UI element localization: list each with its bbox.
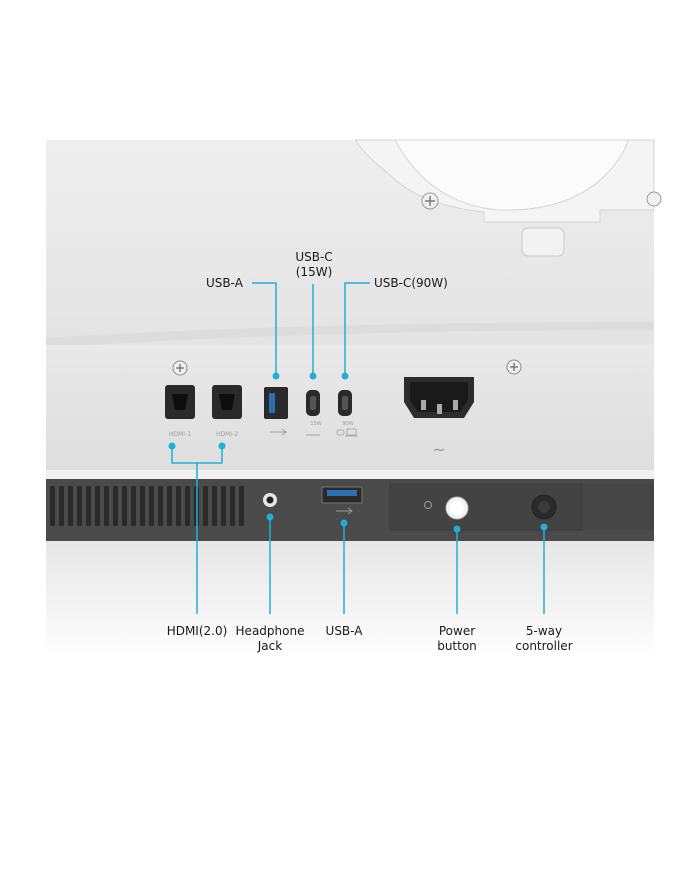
vent-slot bbox=[95, 486, 100, 526]
callout-hdmi bbox=[171, 446, 223, 614]
label-power-button: Power button bbox=[437, 624, 477, 653]
power-icon bbox=[424, 501, 432, 509]
screw-icon bbox=[421, 192, 439, 210]
vent-slot bbox=[221, 486, 226, 526]
vent-slot bbox=[77, 486, 82, 526]
usb-symbol-icon bbox=[336, 507, 353, 515]
vent-slot bbox=[50, 486, 55, 526]
label-headphone-jack: Headphone Jack bbox=[235, 624, 305, 653]
hdmi2-marking: HDMI-2 bbox=[216, 431, 238, 438]
vent-slot bbox=[131, 486, 136, 526]
vent-slot bbox=[167, 486, 172, 526]
usb-a-port-bottom bbox=[321, 486, 363, 504]
vent-slot bbox=[113, 486, 118, 526]
callout-usb-a-top bbox=[252, 282, 277, 376]
label-usb-a-top: USB-A bbox=[206, 276, 243, 290]
callout-lines bbox=[168, 282, 548, 614]
hdmi-port-1 bbox=[165, 385, 195, 419]
vent-slot bbox=[59, 486, 64, 526]
hdmi1-marking: HDMI-1 bbox=[169, 431, 191, 438]
vent-slot bbox=[203, 486, 208, 526]
label-usb-c-90w: USB-C(90W) bbox=[374, 276, 448, 290]
usb-c-15w-port bbox=[306, 390, 320, 416]
callout-dot bbox=[266, 513, 274, 521]
callout-usb-c-90w bbox=[344, 282, 370, 376]
stand-mount-inner bbox=[394, 139, 629, 211]
callout-dot bbox=[540, 523, 548, 531]
callout-dot bbox=[272, 372, 280, 380]
headphone-jack bbox=[263, 493, 277, 507]
vent-slot bbox=[185, 486, 190, 526]
vent-slot bbox=[122, 486, 127, 526]
floor-reflection bbox=[46, 541, 654, 661]
back-ledge bbox=[46, 322, 654, 348]
callout-dot bbox=[453, 525, 461, 533]
five-way-controller bbox=[531, 494, 557, 520]
callout-dot bbox=[218, 442, 226, 450]
vent-slot bbox=[212, 486, 217, 526]
hdmi-port-2 bbox=[212, 385, 242, 419]
ac-power-socket bbox=[404, 377, 474, 418]
vent-slot bbox=[68, 486, 73, 526]
usb-a-port-top bbox=[264, 387, 288, 419]
callout-dot bbox=[309, 372, 317, 380]
vent-slot bbox=[239, 486, 244, 526]
ventilation-grille bbox=[50, 486, 244, 526]
screw-icon bbox=[646, 191, 662, 207]
stand-latch bbox=[521, 227, 565, 257]
vent-slot bbox=[104, 486, 109, 526]
usb-c-90w-rating: 90W bbox=[342, 421, 353, 427]
usb-symbol-icon bbox=[270, 428, 287, 436]
usb-c-15w-rating: 15W bbox=[310, 421, 321, 427]
usb-c-90w-port bbox=[338, 390, 352, 416]
label-hdmi: HDMI(2.0) bbox=[166, 624, 228, 638]
vent-slot bbox=[149, 486, 154, 526]
vent-slot bbox=[176, 486, 181, 526]
power-button bbox=[445, 496, 469, 520]
label-five-way-controller: 5-way controller bbox=[515, 624, 573, 653]
label-usb-c-15w: USB-C (15W) bbox=[295, 250, 333, 279]
vent-slot bbox=[158, 486, 163, 526]
vent-slot bbox=[230, 486, 235, 526]
screw-icon bbox=[506, 359, 522, 375]
callout-dot bbox=[341, 372, 349, 380]
vent-slot bbox=[140, 486, 145, 526]
ac-symbol: ~ bbox=[432, 440, 445, 459]
label-usb-a-bottom: USB-A bbox=[325, 624, 363, 638]
vent-slot bbox=[86, 486, 91, 526]
callout-dot bbox=[340, 519, 348, 527]
screw-icon bbox=[172, 360, 188, 376]
laptop-icon bbox=[336, 428, 358, 437]
callout-dot bbox=[168, 442, 176, 450]
